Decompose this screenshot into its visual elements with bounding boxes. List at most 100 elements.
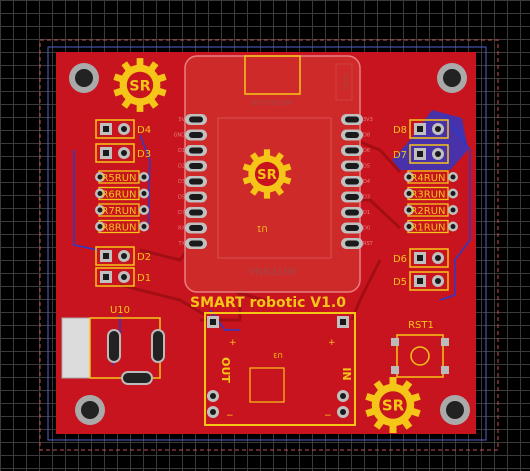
esp-pin-left-2: D1: [178, 145, 207, 156]
voltage-regulator-u10: U10: [61, 305, 165, 385]
run-header-right-2: R2RUN: [404, 203, 458, 217]
run-label: R8RUN: [101, 223, 136, 234]
led-header-left-1: D3: [95, 143, 151, 163]
led-label: D3: [137, 149, 151, 160]
esp-pin-label: D8: [363, 133, 370, 139]
esp-pin-right-3: D5: [341, 160, 370, 172]
led-label: D7: [393, 150, 407, 161]
esp-pin-label: 3V3: [363, 117, 373, 123]
esp-pin-label: D1: [178, 148, 185, 154]
logos: SR SR SR: [113, 58, 421, 433]
dcdc-module-u3: U3 OUT IN + + − −: [204, 312, 356, 426]
led-label: D8: [393, 125, 407, 136]
run-header-left-0: R5RUN: [95, 170, 149, 184]
esp-pin-left-3: D2: [178, 160, 207, 172]
esp-pin-left-8: TX: [178, 238, 207, 249]
dcdc-in-plus: +: [328, 338, 336, 348]
dcdc-in-label: IN: [340, 367, 353, 380]
esp-pin-label: GND: [174, 133, 186, 139]
run-header-left-3: R8RUN: [95, 219, 149, 234]
esp-pin-label: D5: [178, 195, 185, 201]
logo-text: SR: [129, 78, 150, 94]
gear-logo-icon: SR: [242, 149, 292, 199]
dcdc-out-minus: −: [226, 411, 234, 421]
esp-pin-label: D3: [178, 179, 185, 185]
esp-pin-right-8: RST: [341, 238, 374, 249]
esp-pin-label: D2: [178, 164, 185, 170]
esp-pin-label: 5V: [178, 117, 185, 123]
rst1-ref: RST1: [408, 320, 434, 331]
led-header-left-2: D2: [95, 246, 151, 266]
led-label: D2: [137, 252, 151, 263]
led-header-right-1: D7: [393, 144, 449, 164]
run-label: R5RUN: [101, 173, 136, 184]
esp-pin-right-0: 3V3: [341, 114, 373, 125]
esp-pin-right-5: D3: [341, 191, 370, 203]
esp-pin-right-1: D8: [341, 129, 370, 141]
run-header-right-0: R4RUN: [404, 170, 458, 184]
u3-ref: U3: [273, 351, 283, 359]
reset-button-rst1: RST1: [391, 320, 449, 378]
run-header-left-1: R6RUN: [95, 186, 149, 201]
esp-pin-label: D5: [363, 164, 370, 170]
logo-text: SR: [257, 168, 277, 183]
esp-pin-right-2: D6: [341, 145, 370, 156]
led-label: D5: [393, 277, 407, 288]
run-label: R7RUN: [101, 206, 136, 217]
led-header-right-2: D6: [393, 248, 449, 268]
mounting-holes: [69, 63, 470, 425]
board-title: SMART robotic V1.0: [190, 295, 346, 311]
gear-logo-icon: SR: [113, 58, 167, 112]
gear-logo-icon: SR: [365, 377, 421, 433]
dcdc-out-label: OUT: [219, 357, 232, 383]
u10-ref: U10: [110, 305, 130, 316]
board-edge-blue: [47, 46, 487, 441]
esp-pin-right-6: D1: [341, 207, 370, 218]
dcdc-in-minus: −: [324, 411, 332, 421]
antenna-label: ANTENNA: [249, 265, 298, 276]
logo-text: SR: [382, 397, 405, 415]
esp-pin-label: D6: [363, 148, 370, 154]
esp-pin-label: TX: [178, 241, 186, 247]
esp-pin-right-4: D4: [341, 176, 370, 187]
led-label: D1: [137, 273, 151, 284]
esp-pin-left-5: D5: [178, 191, 207, 203]
run-label: R4RUN: [410, 173, 445, 184]
ground-pour-right: [392, 110, 468, 170]
run-header-right-3: R1RUN: [404, 219, 458, 234]
esp-pin-left-4: D3: [178, 176, 207, 187]
run-label: R3RUN: [410, 190, 445, 201]
esp-pin-label: D1: [363, 210, 370, 216]
reset-label: RESET: [342, 74, 348, 91]
led-header-left-0: D4: [95, 119, 151, 139]
esp-pin-label: D3: [363, 195, 370, 201]
dcdc-out-plus: +: [229, 338, 237, 348]
esp-pin-left-7: RX: [178, 222, 207, 234]
esp-pin-left-1: GND: [174, 129, 207, 141]
run-headers-left: R5RUN R6RUN R7RUN R8RUN: [95, 170, 149, 234]
run-label: R6RUN: [101, 190, 136, 201]
dcdc-pads: [207, 316, 349, 418]
esp-pin-label: D4: [363, 179, 370, 185]
run-header-right-1: R3RUN: [404, 186, 458, 201]
led-label: D4: [137, 125, 151, 136]
esp-pin-label: RST: [363, 241, 374, 247]
esp-pin-label: D7: [178, 210, 185, 216]
run-label: R1RUN: [410, 223, 445, 234]
run-header-left-2: R7RUN: [95, 203, 149, 217]
esp-pin-label: D0: [363, 226, 370, 232]
run-label: R2RUN: [410, 206, 445, 217]
led-label: D6: [393, 254, 407, 265]
run-headers-right: R4RUN R3RUN R2RUN R1RUN: [404, 170, 458, 234]
esp-pin-left-6: D7: [178, 207, 207, 218]
led-header-left-3: D1: [95, 267, 151, 287]
led-header-right-3: D5: [393, 271, 449, 291]
u1-ref: U1: [257, 224, 268, 233]
usb-label: MICRO USB: [252, 98, 292, 106]
led-header-right-0: D8: [393, 119, 449, 139]
